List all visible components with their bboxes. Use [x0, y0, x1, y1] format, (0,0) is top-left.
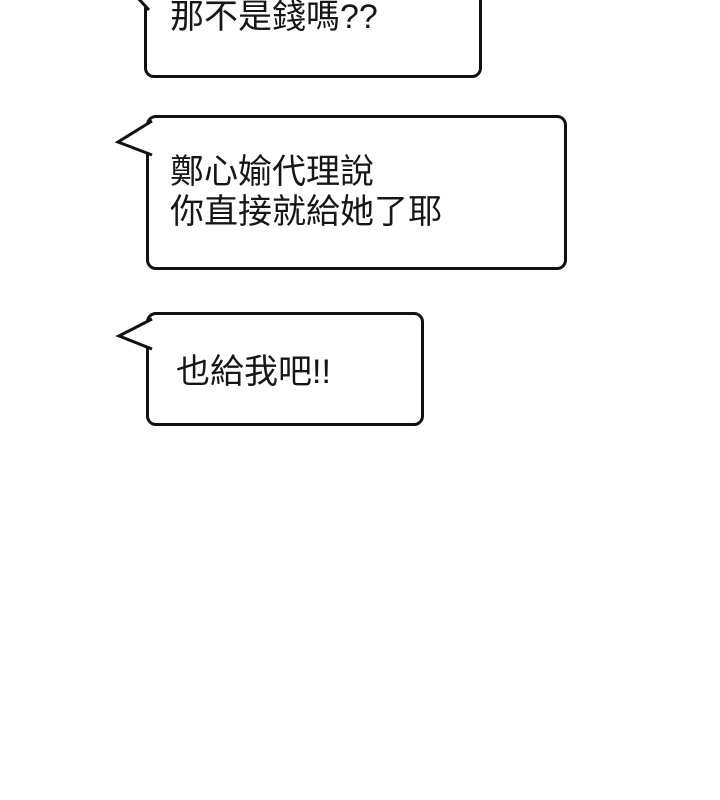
speech-text-2: 鄭心媮代理說你直接就給她了耶 [170, 152, 442, 232]
speech-bubble-2-tail [114, 119, 153, 157]
speech-bubble-1 [144, 0, 482, 78]
speech-bubble-2 [146, 115, 567, 270]
speech-text-2-line-2: 你直接就給她了耶 [170, 193, 442, 231]
speech-bubble-3-tail [115, 317, 153, 351]
speech-text-2-line-1: 鄭心媮代理說 [170, 153, 374, 191]
speech-text-1: 那不是錢嗎?? [170, 0, 378, 36]
speech-text-3: 也給我吧!! [176, 353, 331, 391]
speech-bubble-1-tail [137, 0, 151, 12]
speech-bubble-3 [146, 312, 424, 426]
